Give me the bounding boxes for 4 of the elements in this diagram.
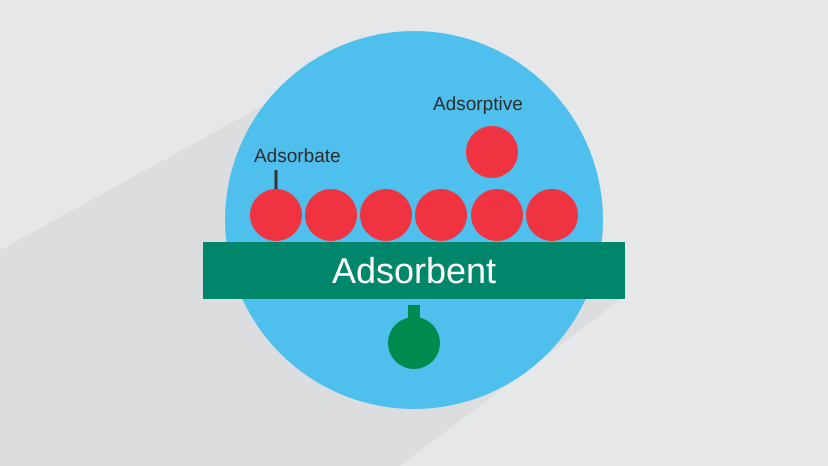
- adsorbent-bar: Adsorbent: [203, 242, 625, 299]
- part-label: Adsorbate: [254, 145, 341, 169]
- leader-line: [274, 170, 278, 189]
- part-label: Adsorptive: [433, 93, 523, 117]
